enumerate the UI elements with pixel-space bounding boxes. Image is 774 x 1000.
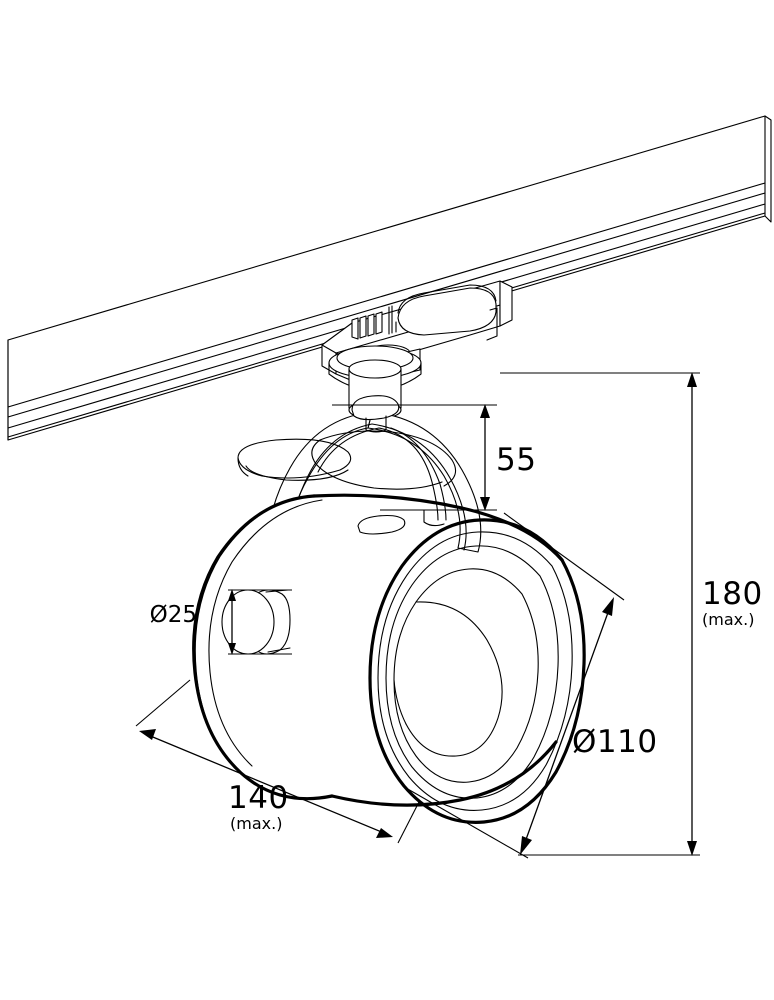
- track-adapter: [321, 280, 513, 391]
- dimension-diameter-110: Ø110: [405, 512, 658, 859]
- dimension-180: 180 (max.): [500, 372, 763, 856]
- pivot-knob: [221, 589, 291, 655]
- dimension-diameter-25: Ø25: [150, 589, 292, 655]
- reflector-lens: [368, 518, 586, 824]
- dimension-55-value: 55: [496, 442, 536, 478]
- dimension-140-note: (max.): [230, 814, 282, 833]
- contact-fins: [351, 305, 397, 340]
- dimension-180-note: (max.): [702, 610, 754, 629]
- dimension-55: 55: [332, 404, 536, 511]
- dimension-110-value: Ø110: [572, 724, 658, 760]
- dimension-180-value: 180: [702, 576, 763, 612]
- dimension-140: 140 (max.): [135, 679, 421, 844]
- dimension-25-value: Ø25: [150, 602, 197, 628]
- dimension-140-value: 140: [228, 780, 289, 816]
